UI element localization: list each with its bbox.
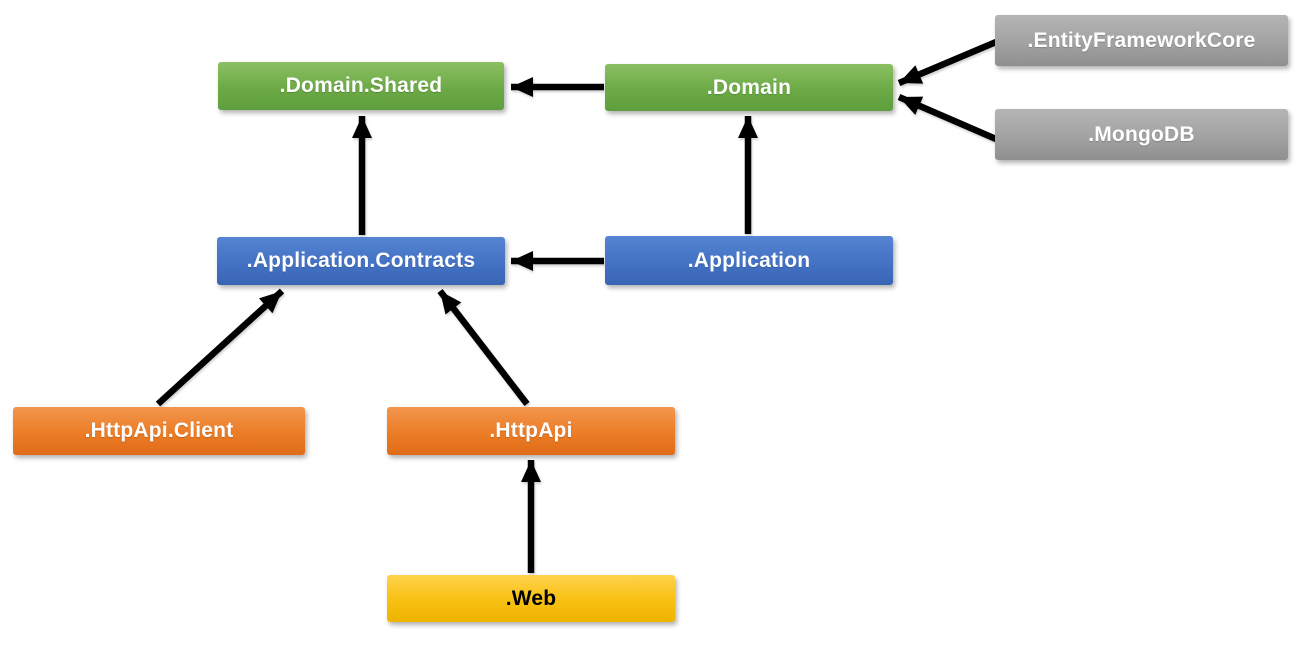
node-domain-shared-label: .Domain.Shared xyxy=(279,74,443,97)
node-httpapi-label: .HttpApi xyxy=(489,419,573,442)
edge-httpapi-client-to-application-contracts-arrow xyxy=(155,288,285,407)
node-application-contracts-label: .Application.Contracts xyxy=(246,249,476,272)
edge-httpapi-to-application-contracts-arrow xyxy=(437,289,530,406)
node-entity-framework-core-label: .EntityFrameworkCore xyxy=(1027,28,1256,52)
node-domain-shared: .Domain.Shared xyxy=(218,62,504,110)
node-application: .Application xyxy=(605,236,893,285)
node-application-contracts: .Application.Contracts xyxy=(217,237,505,285)
node-application-label: .Application xyxy=(687,248,811,272)
node-httpapi-client: .HttpApi.Client xyxy=(13,407,305,455)
node-entity-framework-core: .EntityFrameworkCore xyxy=(995,15,1288,66)
node-domain-label: .Domain xyxy=(706,75,792,99)
node-mongodb-label: .MongoDB xyxy=(1088,122,1195,146)
edge-mongodb-to-domain-arrow xyxy=(897,94,998,142)
node-web: .Web xyxy=(387,575,675,622)
node-domain: .Domain xyxy=(605,64,893,111)
node-web-label: .Web xyxy=(505,586,557,610)
edge-entity-framework-core-to-domain-arrow xyxy=(897,39,998,86)
node-httpapi-client-label: .HttpApi.Client xyxy=(84,419,234,442)
node-mongodb: .MongoDB xyxy=(995,109,1288,160)
node-httpapi: .HttpApi xyxy=(387,407,675,455)
